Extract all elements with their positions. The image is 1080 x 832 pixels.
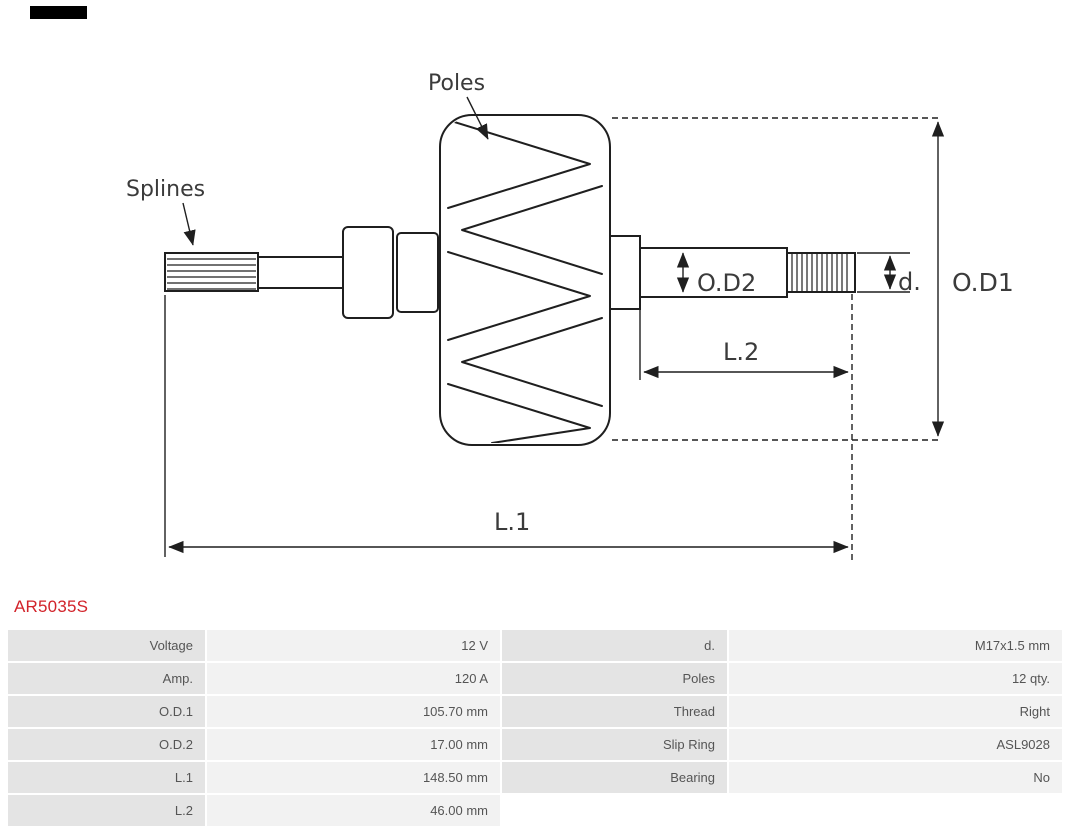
spec-value: No	[729, 762, 1062, 793]
d-label: d.	[898, 268, 921, 296]
poles-leader	[466, 96, 489, 140]
spec-value: Right	[729, 696, 1062, 727]
spec-value: 120 A	[207, 663, 500, 694]
construction-lines	[612, 117, 940, 560]
spec-label: L.2	[8, 795, 205, 826]
collar-small	[396, 232, 439, 313]
spec-table: Voltage 12 V d. M17x1.5 mm Amp. 120 A Po…	[8, 630, 1062, 826]
splines-label: Splines	[126, 177, 205, 202]
spec-value: 105.70 mm	[207, 696, 500, 727]
dimension-lines	[164, 96, 945, 557]
od1-label: O.D1	[952, 268, 1014, 297]
spec-value: 12 qty.	[729, 663, 1062, 694]
poles-label: Poles	[428, 71, 485, 96]
spec-label: O.D.2	[8, 729, 205, 760]
spec-label: L.1	[8, 762, 205, 793]
spec-label: Bearing	[502, 762, 727, 793]
splines-leader	[182, 202, 196, 246]
l1-label: L.1	[494, 508, 530, 536]
rotor-body	[164, 114, 856, 446]
spec-label: Slip Ring	[502, 729, 727, 760]
part-number: AR5035S	[14, 597, 89, 616]
spec-label: Amp.	[8, 663, 205, 694]
rotor-diagram: Splines Poles O.D2 d. O.D1 L.2 L.1	[126, 71, 1014, 560]
spec-label: d.	[502, 630, 727, 661]
shaft-step	[609, 235, 641, 310]
spec-value: 12 V	[207, 630, 500, 661]
l2-label: L.2	[723, 338, 759, 366]
spec-empty-cell	[729, 795, 1062, 826]
claw-poles	[447, 119, 603, 443]
spec-label: O.D.1	[8, 696, 205, 727]
spec-label: Poles	[502, 663, 727, 694]
spec-label: Voltage	[8, 630, 205, 661]
spec-label: Thread	[502, 696, 727, 727]
left-shaft	[257, 256, 344, 289]
spec-value: 46.00 mm	[207, 795, 500, 826]
brand-logo	[30, 6, 87, 19]
collar-large	[342, 226, 394, 319]
spline-section	[164, 252, 259, 292]
spec-value: M17x1.5 mm	[729, 630, 1062, 661]
spec-value: 17.00 mm	[207, 729, 500, 760]
spec-value: 148.50 mm	[207, 762, 500, 793]
spec-value: ASL9028	[729, 729, 1062, 760]
thread-section	[786, 252, 856, 293]
technical-drawing: Splines Poles O.D2 d. O.D1 L.2 L.1	[126, 71, 1014, 560]
pole-pack	[439, 114, 611, 446]
spec-empty-cell	[502, 795, 727, 826]
od2-label: O.D2	[697, 269, 756, 297]
